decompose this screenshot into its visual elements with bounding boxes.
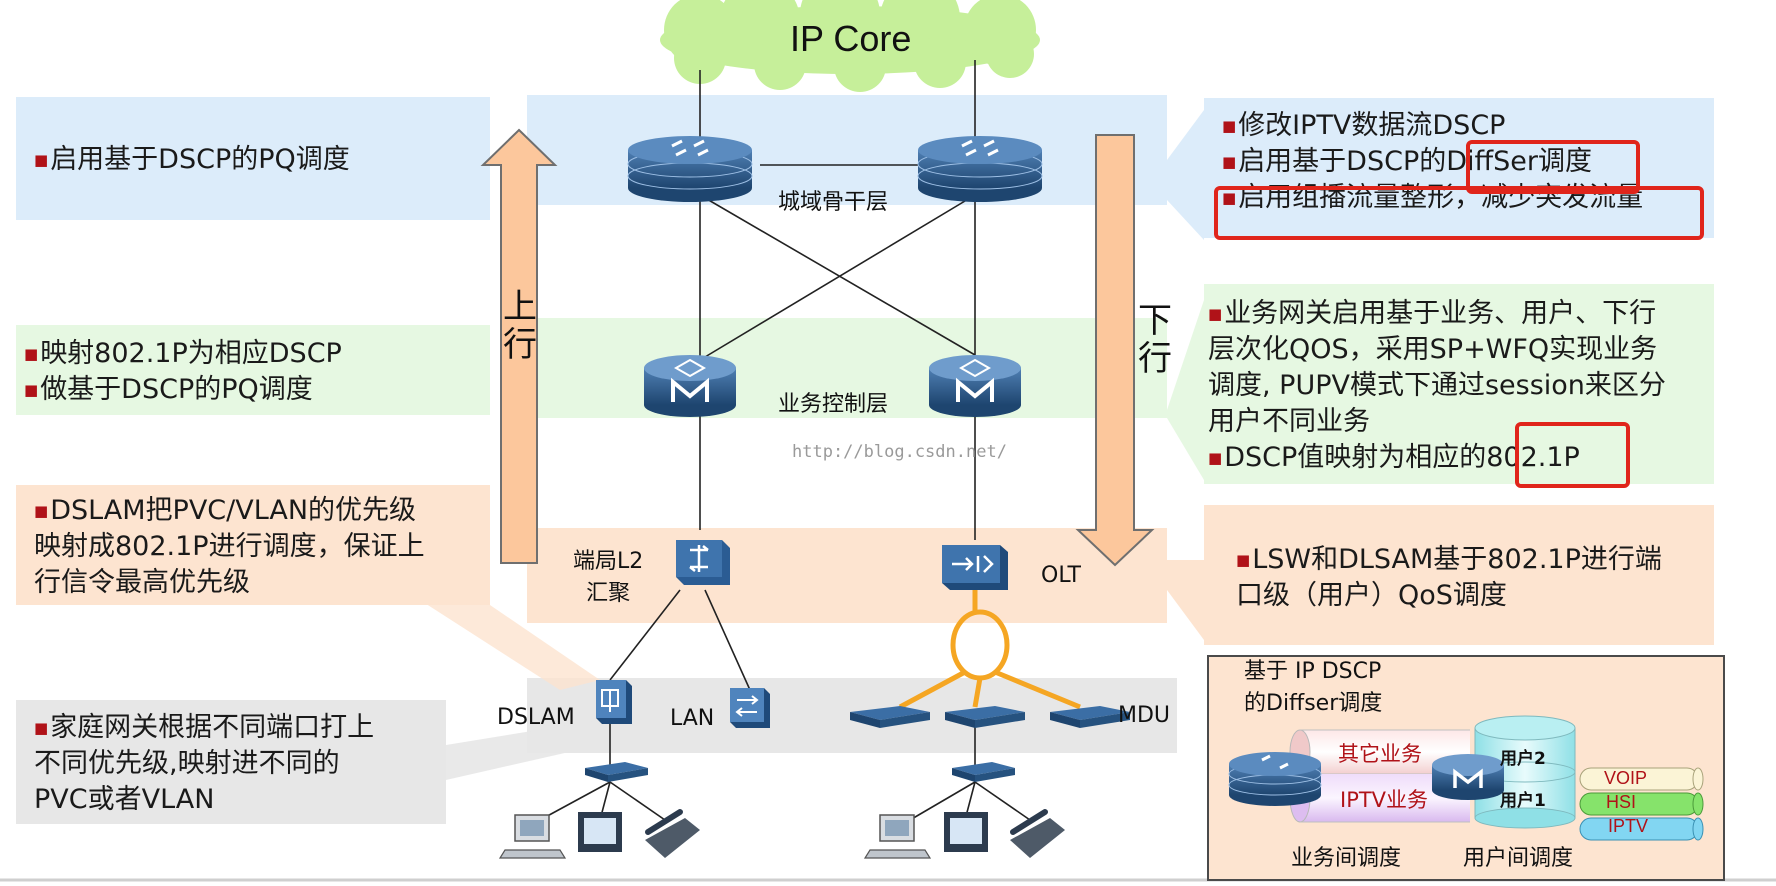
downstream-label: 下 行 bbox=[1138, 301, 1172, 379]
upstream-label: 上 行 bbox=[503, 287, 537, 365]
dslam-label: DSLAM bbox=[497, 705, 575, 730]
left-wedge-peach bbox=[420, 600, 600, 690]
phone-terminal-left bbox=[645, 809, 700, 858]
links bbox=[539, 60, 1031, 821]
ip-core-label: IP Core bbox=[790, 18, 912, 59]
right-note-lsw-dslam-qos: ■LSW和DLSAM基于802.1P进行端 口级（用户）QoS调度 bbox=[1236, 544, 1662, 611]
mdu-right bbox=[1050, 706, 1130, 728]
mdu-label: MDU bbox=[1118, 703, 1171, 728]
inset-title: 基于 IP DSCP 的Diffser调度 bbox=[1244, 659, 1383, 716]
inset-caption-user: 用户间调度 bbox=[1463, 846, 1574, 871]
inset-m-router bbox=[1432, 754, 1504, 800]
l2-switch bbox=[676, 540, 730, 585]
mdu-middle bbox=[945, 706, 1025, 728]
inset-user-1: 用户1 bbox=[1500, 791, 1546, 811]
highlight-8021p bbox=[1515, 422, 1630, 488]
highlight-diffser bbox=[1466, 140, 1640, 194]
home-gateway-right bbox=[952, 762, 1015, 782]
l2-band bbox=[527, 528, 1167, 623]
lan-switch bbox=[730, 688, 770, 728]
downstream-arrow bbox=[1075, 134, 1155, 567]
upstream-arrow bbox=[480, 128, 558, 564]
dslam-device bbox=[596, 680, 632, 724]
inset-queue-iptv: IPTV bbox=[1608, 816, 1649, 836]
pc-terminal-left bbox=[498, 814, 567, 859]
inset-service-other: 其它业务 bbox=[1338, 742, 1422, 766]
tv-terminal-left bbox=[578, 812, 622, 852]
highlight-multicast-shaping bbox=[1214, 186, 1704, 240]
pipe-other-service bbox=[1289, 729, 1470, 775]
service-router-left bbox=[644, 355, 736, 417]
right-note-service-gateway-qos: ■业务网关启用基于业务、用户、下行 层次化QOS，采用SP+WFQ实现业务 调度… bbox=[1208, 298, 1666, 473]
backbone-router-left bbox=[627, 136, 753, 202]
left-note-2-bg bbox=[16, 325, 490, 415]
left-wedge-gray bbox=[446, 720, 600, 780]
pon-ring bbox=[898, 585, 1081, 710]
left-note-8021p-mapping: ■映射802.1P为相应DSCP ■做基于DSCP的PQ调度 bbox=[24, 338, 342, 405]
left-note-1-bg bbox=[16, 97, 490, 220]
left-note-dslam-priority: ■DSLAM把PVC/VLAN的优先级 映射成802.1P进行调度，保证上 行信… bbox=[34, 495, 425, 598]
l2-aggregation-label: 端局L2 汇聚 bbox=[573, 549, 644, 606]
inset-service-iptv: IPTV业务 bbox=[1340, 788, 1429, 812]
queue-iptv bbox=[1579, 817, 1704, 841]
mdu-left bbox=[850, 706, 930, 728]
lan-label: LAN bbox=[670, 706, 715, 731]
queue-voip bbox=[1579, 767, 1704, 791]
inset-user-2: 用户2 bbox=[1500, 749, 1546, 769]
right-note-3-bg bbox=[1204, 505, 1714, 645]
home-gateway-left bbox=[585, 762, 648, 782]
ip-core-cloud bbox=[660, 0, 1040, 92]
inset-queue-hsi: HSI bbox=[1606, 792, 1637, 812]
tv-terminal-right bbox=[944, 812, 988, 852]
left-note-pq-scheduling: ■启用基于DSCP的PQ调度 bbox=[34, 144, 350, 175]
right-wedge-peach bbox=[1167, 560, 1204, 640]
right-wedge-green bbox=[1167, 300, 1204, 480]
pc-terminal-right bbox=[863, 814, 932, 859]
left-note-home-gateway: ■家庭网关根据不同端口打上 不同优先级,映射进不同的 PVC或者VLAN bbox=[34, 712, 375, 815]
left-note-4-bg bbox=[16, 700, 446, 824]
watermark: http://blog.csdn.net/ bbox=[792, 442, 1007, 462]
backbone-layer-label: 城域骨干层 bbox=[778, 190, 889, 215]
control-band bbox=[527, 318, 1167, 418]
service-control-layer-label: 业务控制层 bbox=[778, 392, 889, 417]
olt-device bbox=[942, 545, 1008, 590]
phone-terminal-right bbox=[1010, 809, 1065, 858]
backbone-router-right bbox=[917, 136, 1043, 202]
inset-queue-voip: VOIP bbox=[1604, 768, 1648, 788]
left-note-3-bg bbox=[16, 485, 490, 605]
inset-caption-service: 业务间调度 bbox=[1291, 846, 1402, 871]
right-note-1-bg bbox=[1204, 98, 1714, 238]
right-wedge-blue bbox=[1167, 110, 1204, 240]
queue-hsi bbox=[1579, 792, 1704, 816]
service-router-right bbox=[929, 355, 1021, 417]
olt-label: OLT bbox=[1041, 563, 1081, 588]
inset-service-router bbox=[1228, 752, 1322, 806]
